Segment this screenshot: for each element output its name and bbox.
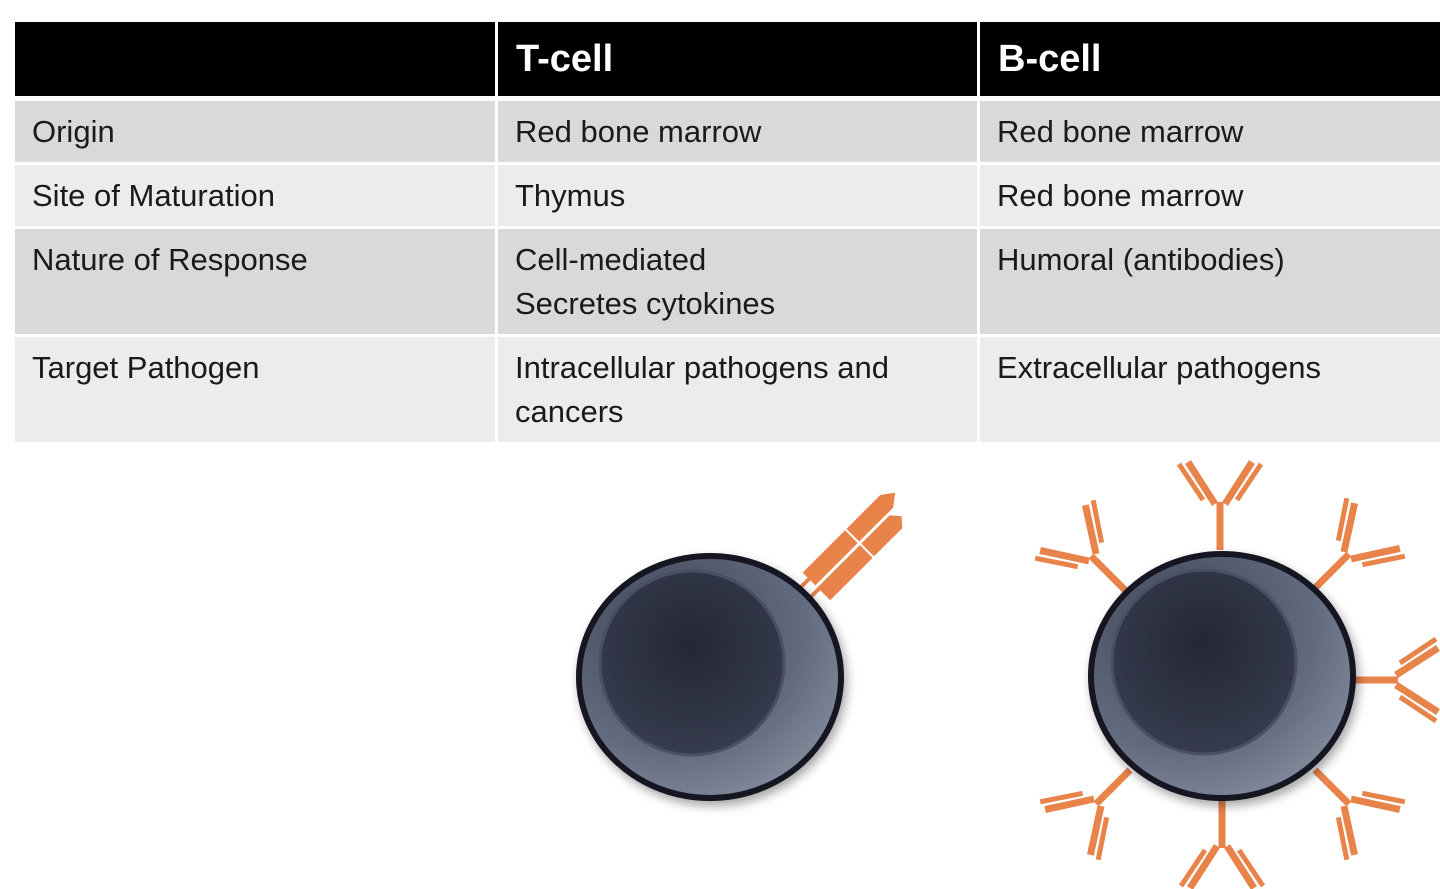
header-empty bbox=[15, 22, 498, 101]
b-cell-nucleus bbox=[1110, 568, 1298, 756]
table-row: Origin Red bone marrow Red bone marrow bbox=[15, 101, 1440, 165]
cell-t-target-pathogen: Intracellular pathogens and cancers bbox=[498, 337, 980, 445]
table-row: Nature of Response Cell-mediated Secrete… bbox=[15, 229, 1440, 337]
row-label-site-of-maturation: Site of Maturation bbox=[15, 165, 498, 229]
t-cell-with-receptor-icon bbox=[576, 492, 903, 801]
table-header-row: T-cell B-cell bbox=[15, 22, 1440, 101]
cell-t-origin: Red bone marrow bbox=[498, 101, 980, 165]
cell-b-origin: Red bone marrow bbox=[980, 101, 1440, 165]
b-cell-with-antibodies-icon bbox=[1034, 462, 1438, 888]
comparison-table: T-cell B-cell Origin Red bone marrow Red… bbox=[15, 22, 1440, 445]
cell-t-site-of-maturation: Thymus bbox=[498, 165, 980, 229]
cell-b-site-of-maturation: Red bone marrow bbox=[980, 165, 1440, 229]
header-b-cell: B-cell bbox=[980, 22, 1440, 101]
row-label-nature-of-response: Nature of Response bbox=[15, 229, 498, 337]
header-t-cell: T-cell bbox=[498, 22, 980, 101]
cell-b-target-pathogen: Extracellular pathogens bbox=[980, 337, 1440, 445]
table-row: Target Pathogen Intracellular pathogens … bbox=[15, 337, 1440, 445]
t-cell-nucleus bbox=[598, 569, 786, 757]
cell-b-nature-of-response: Humoral (antibodies) bbox=[980, 229, 1440, 337]
t-cell-receptor bbox=[790, 492, 903, 608]
table-row: Site of Maturation Thymus Red bone marro… bbox=[15, 165, 1440, 229]
row-label-target-pathogen: Target Pathogen bbox=[15, 337, 498, 445]
cell-t-nature-of-response: Cell-mediated Secretes cytokines bbox=[498, 229, 980, 337]
row-label-origin: Origin bbox=[15, 101, 498, 165]
